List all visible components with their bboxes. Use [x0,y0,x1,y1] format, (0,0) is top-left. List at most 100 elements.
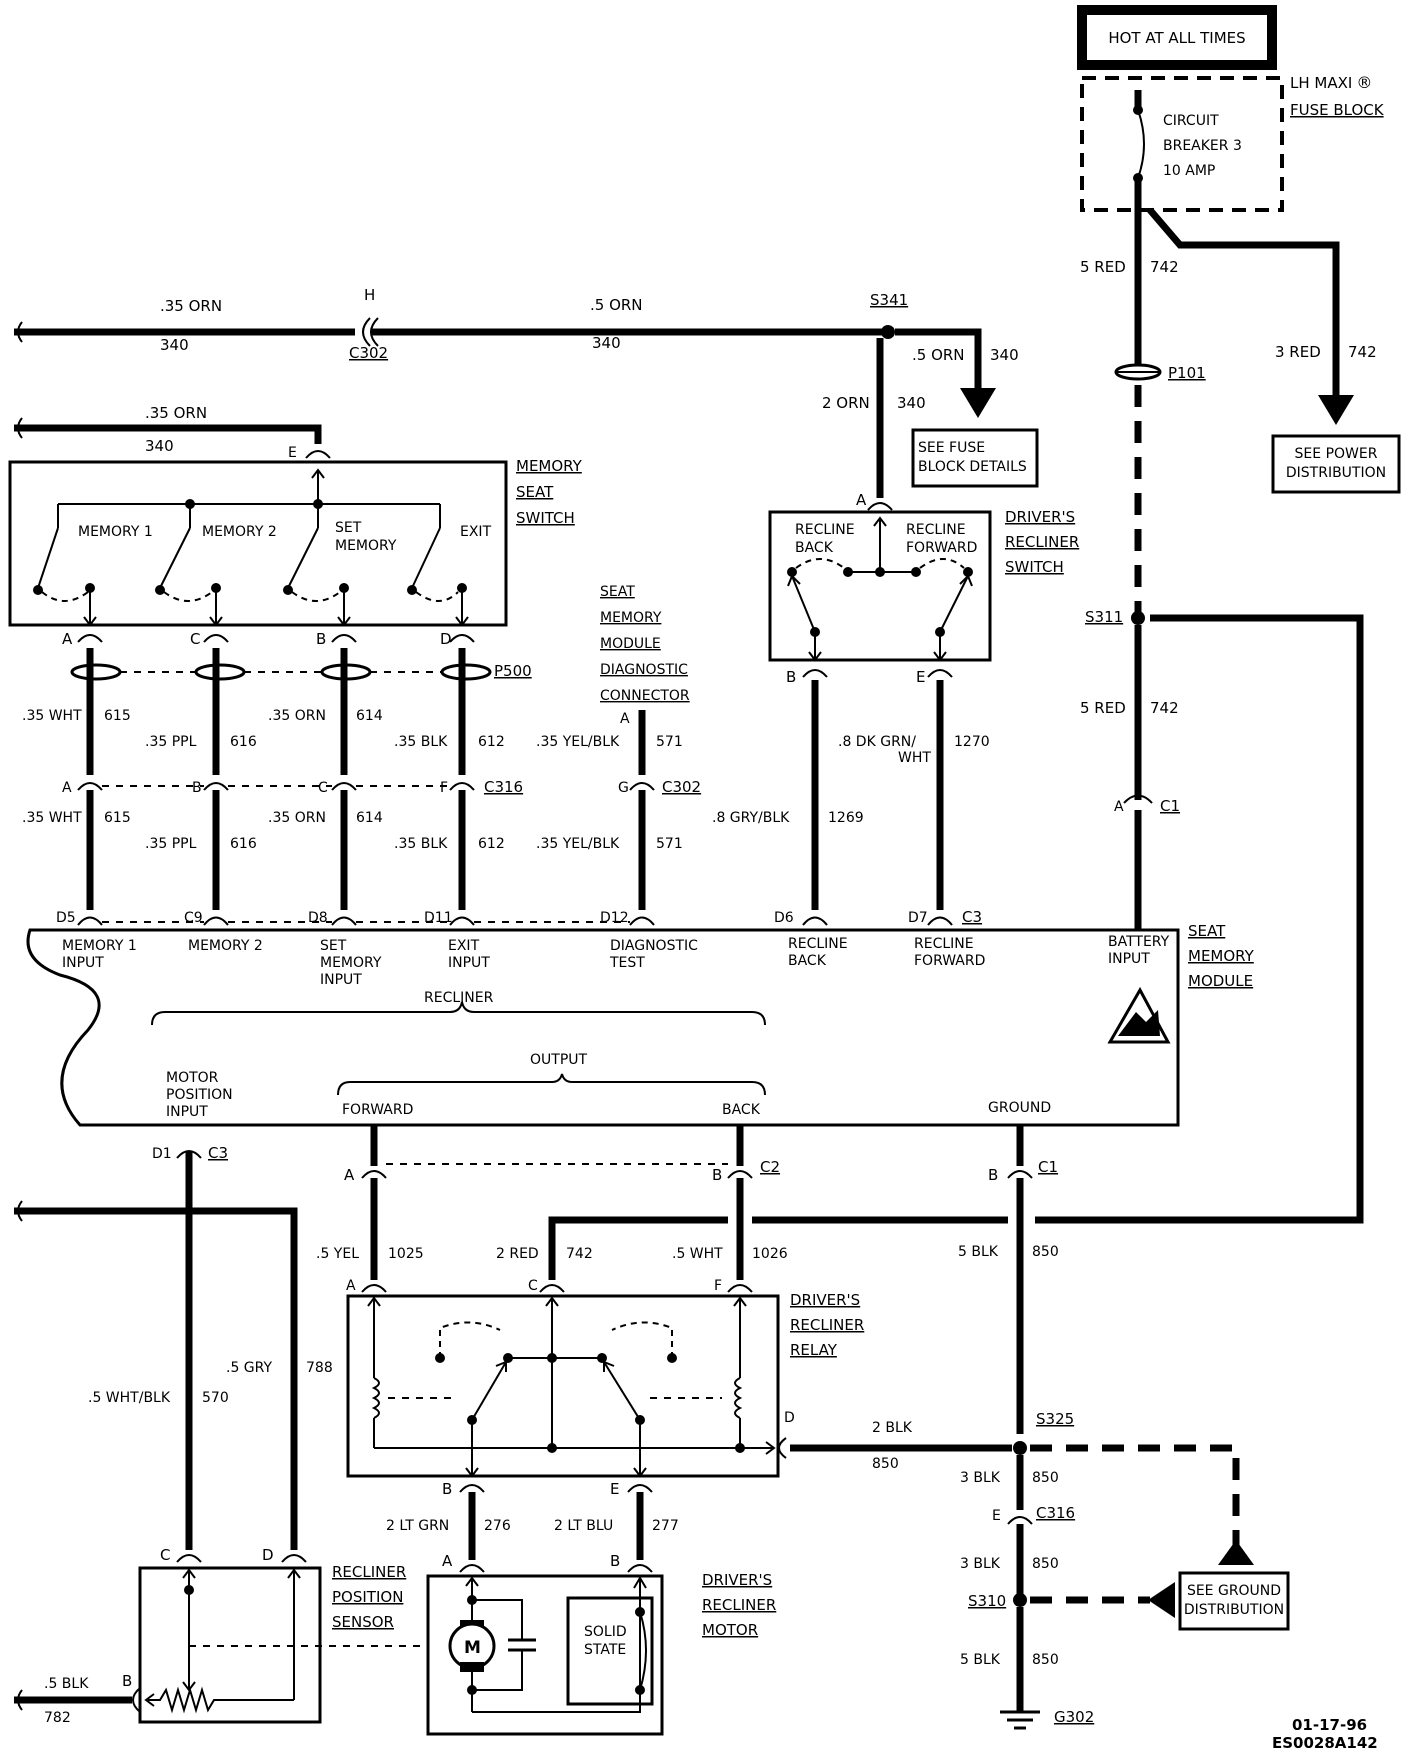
label-05wht: .5 WHT [672,1246,723,1262]
wire-742-s311-to-relay [1035,614,1364,1224]
svg-text:RELAY: RELAY [790,1341,838,1359]
svg-text:RECLINER: RECLINER [332,1563,406,1581]
label-788: 788 [306,1360,333,1376]
connector-c1-top [1123,794,1153,804]
label-c1: C1 [1160,797,1180,815]
svg-text:MEMORY: MEMORY [1188,947,1255,965]
see-fuse-block-details-box: SEE FUSE BLOCK DETAILS [911,428,1039,488]
svg-text:RECLINER: RECLINER [1005,533,1079,551]
label-035orn-b: .35 ORN [268,810,326,826]
svg-text:GROUND: GROUND [988,1100,1051,1116]
label-612-a: 612 [478,734,505,750]
svg-text:FORWARD: FORWARD [914,953,985,969]
label-850-2blk: 850 [872,1456,899,1472]
wire-break-left-788-icon [17,1200,23,1222]
connector-mem-e [305,450,331,459]
label-mem-e: E [288,445,297,461]
label-motor-b: B [610,1552,620,1570]
label-sensor-c: C [160,1546,170,1564]
label-2orn: 2 ORN [822,394,870,412]
switch-label-memory2: MEMORY 2 [202,524,277,540]
connector-c302-g [629,782,655,791]
svg-text:SEE POWER: SEE POWER [1295,446,1378,462]
label-742-3red: 742 [1348,343,1377,361]
svg-text:SEE FUSE: SEE FUSE [918,440,985,456]
label-614-a: 614 [356,708,383,724]
svg-text:SEAT: SEAT [516,483,554,501]
svg-text:TEST: TEST [609,955,645,971]
fuse-block-name-line1: LH MAXI® [1290,73,1372,92]
solid-state-box [566,1596,654,1706]
label-615-a: 615 [104,708,131,724]
module-bottom-pins: D1 C3 A B C2 B C1 [152,1144,1058,1184]
wire-05orn-340-s341 [895,328,982,388]
label-05whtblk: .5 WHT/BLK [88,1390,171,1406]
svg-text:DRIVER'S: DRIVER'S [1005,508,1075,526]
svg-text:MOTOR: MOTOR [166,1070,219,1086]
svg-text:BATTERY: BATTERY [1108,934,1170,950]
svg-text:FORWARD: FORWARD [342,1102,413,1118]
label-s311: S311 [1085,608,1123,626]
svg-text:CONNECTOR: CONNECTOR [600,688,690,704]
arrow-fuse-block-details-icon [960,388,996,418]
svg-text:BACK: BACK [788,953,827,969]
label-035orn-mem: .35 ORN [145,404,207,422]
connector-relay-d [778,1437,787,1459]
splice-s310 [1013,1593,1027,1607]
label-p500-a: A [62,630,73,648]
svg-text:BACK: BACK [722,1102,761,1118]
wire-break-left-mem-icon [17,417,23,439]
wire-break-left-top-icon [17,321,23,343]
label-616-a: 616 [230,734,257,750]
label-616-b: 616 [230,836,257,852]
wire-break-left-782-icon [17,1689,23,1711]
svg-text:DRIVER'S: DRIVER'S [790,1291,860,1309]
wire-788 [14,1207,298,1550]
label-d11: D11 [424,910,453,926]
svg-text:RECLINER: RECLINER [702,1596,776,1614]
label-2ltblu: 2 LT BLU [554,1518,613,1534]
label-340-2orn: 340 [897,394,926,412]
svg-text:INPUT: INPUT [166,1104,208,1120]
splice-s341 [881,325,895,339]
label-571-a: 571 [656,734,683,750]
label-1025: 1025 [388,1246,424,1262]
label-p500: P500 [494,662,532,680]
connector-relay-e [627,1484,653,1493]
ground-g302-icon [1000,1710,1040,1730]
label-850-3blk-a: 850 [1032,1470,1059,1486]
footer-date: 01-17-96 [1292,1716,1367,1734]
label-5blk-top: 5 BLK [958,1244,999,1260]
svg-text:SWITCH: SWITCH [1005,558,1064,576]
switch-label-exit: EXIT [460,524,492,540]
svg-text:POSITION: POSITION [332,1588,403,1606]
label-c316-c: C [318,780,328,796]
switch-label-memory1: MEMORY 1 [78,524,153,540]
label-wht: WHT [898,750,931,766]
connector-sensor-b [132,1687,141,1713]
svg-text:MODULE: MODULE [1188,972,1253,990]
circuit-breaker-icon [1137,109,1145,179]
arrow-ground-distribution-left-icon [1148,1582,1175,1618]
switch-label-set-memory: MEMORY [335,538,397,554]
label-782: 782 [44,1710,71,1726]
svg-text:SEAT: SEAT [1188,922,1226,940]
connector-p101: P101 [1114,363,1206,382]
label-035orn-top: .35 ORN [160,297,222,315]
label-relay-b: B [442,1480,452,1498]
fuse-block-name-line2: FUSE BLOCK [1290,101,1385,119]
wire-035orn-340-mem [14,424,322,444]
see-ground-distribution-box: SEE GROUND DISTRIBUTION [1178,1571,1290,1631]
memory-seat-switch: MEMORY SEAT SWITCH MEMORY 1 MEMORY 2 SET… [8,457,583,627]
splice-s311 [1131,611,1145,625]
label-c3-bot: C3 [208,1144,228,1162]
svg-text:RECLINE: RECLINE [914,936,974,952]
connector-motor-a [459,1564,485,1573]
svg-text:DIAGNOSTIC: DIAGNOSTIC [610,938,698,954]
label-g302: G302 [1054,1708,1094,1726]
label-08dkgrn: .8 DK GRN/ [838,734,916,750]
label-1269: 1269 [828,810,864,826]
label-5red-top: 5 RED [1080,258,1126,276]
hot-at-all-times-label: HOT AT ALL TIMES [1108,29,1245,47]
label-c316b: C316 [1036,1504,1075,1522]
